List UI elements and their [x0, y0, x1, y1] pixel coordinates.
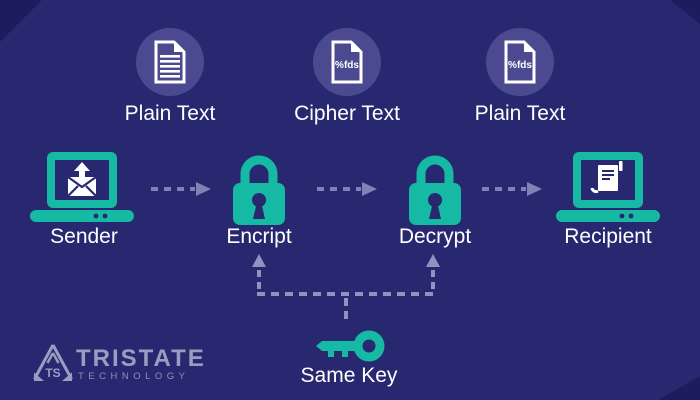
tristate-logo-mark: TS: [32, 343, 74, 383]
dashed-arrow-2: [316, 180, 378, 198]
decrypt-lock: [403, 151, 467, 225]
dashed-arrow-1: [150, 180, 212, 198]
same-key-label: Same Key: [300, 364, 398, 387]
arrow-right-icon: [151, 182, 211, 196]
document-lines-icon: [154, 40, 186, 84]
logo-brand-text: TRISTATE: [76, 345, 206, 372]
document-cipher-icon: %fds: [504, 40, 536, 84]
recipient-label: Recipient: [564, 225, 652, 248]
laptop-mail-icon: [30, 152, 134, 222]
same-key: [316, 328, 386, 364]
logo-monogram: TS: [45, 366, 60, 380]
encrypt-lock: [227, 151, 291, 225]
plain-text-circle: [136, 28, 204, 96]
key-connector: [252, 254, 442, 324]
arrow-right-icon: [482, 182, 542, 196]
cipher-text-circle: %fds: [313, 28, 381, 96]
arrow-right-icon: [317, 182, 377, 196]
cipher-text-label: Cipher Text: [294, 102, 400, 125]
sender-laptop: [30, 152, 134, 222]
cipher-doc-text: %fds: [508, 60, 532, 71]
decrypt-label: Decrypt: [398, 225, 472, 248]
cipher-doc-text: %fds: [335, 60, 359, 71]
dashed-arrow-3: [481, 180, 543, 198]
corner-triangle-bottom-right: [658, 376, 700, 400]
padlock-icon: [233, 155, 285, 225]
padlock-icon: [409, 155, 461, 225]
corner-triangle-top-left: [0, 0, 42, 42]
plain-text-circle-2: %fds: [486, 28, 554, 96]
plain-text-label-1: Plain Text: [124, 102, 216, 125]
triangle-logo-icon: TS: [33, 344, 73, 381]
corner-triangle-top-right: [670, 0, 700, 24]
laptop-document-icon: [556, 152, 660, 222]
dashed-connector-arrows-icon: [252, 254, 440, 322]
plain-text-label-2: Plain Text: [474, 102, 566, 125]
logo-subtitle-text: TECHNOLOGY: [78, 371, 190, 382]
document-cipher-icon: %fds: [331, 40, 363, 84]
recipient-laptop: [556, 152, 660, 222]
encrypt-label: Encript: [226, 225, 292, 248]
key-icon: [316, 330, 385, 362]
sender-label: Sender: [50, 225, 118, 248]
